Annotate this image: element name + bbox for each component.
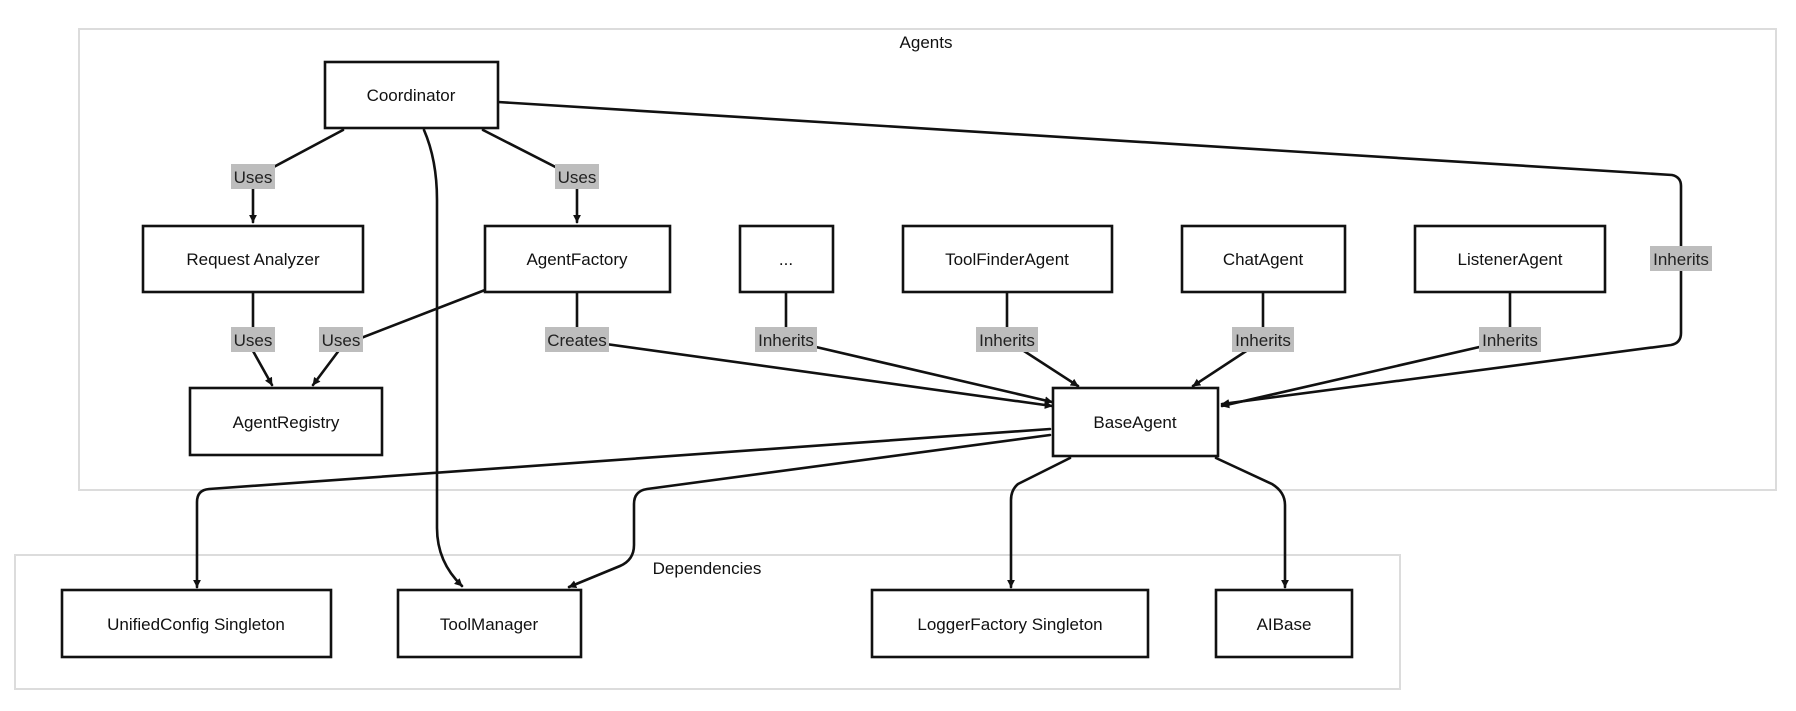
- cluster-agents: Agents: [78, 28, 1777, 491]
- edge-label-chat-base-agent: Inherits: [1232, 327, 1294, 352]
- edge-base-agent-logger-factory: [1007, 456, 1072, 589]
- edge-coordinator-tool-manager: [422, 128, 464, 588]
- node-listener-agent[interactable]: ListenerAgent: [1413, 224, 1607, 294]
- edge-base-agent-ai-base: [1214, 456, 1289, 589]
- node-ellipsis[interactable]: ...: [738, 224, 835, 294]
- edge-label-request-analyzer-registry: Uses: [231, 327, 275, 352]
- svg-text:Uses: Uses: [322, 331, 361, 350]
- node-tool-manager[interactable]: ToolManager: [396, 588, 583, 659]
- node-tool-finder-agent[interactable]: ToolFinderAgent: [901, 224, 1114, 294]
- svg-text:ChatAgent: ChatAgent: [1223, 250, 1304, 269]
- svg-text:LoggerFactory Singleton: LoggerFactory Singleton: [917, 615, 1102, 634]
- svg-text:ListenerAgent: ListenerAgent: [1458, 250, 1563, 269]
- node-coordinator[interactable]: Coordinator: [323, 60, 500, 130]
- node-request-analyzer[interactable]: Request Analyzer: [141, 224, 365, 294]
- node-base-agent[interactable]: BaseAgent: [1051, 386, 1220, 458]
- svg-text:Uses: Uses: [558, 168, 597, 187]
- edge-label-coordinator-base-agent: Inherits: [1650, 246, 1712, 271]
- edge-label-factory-base-agent: Creates: [545, 327, 609, 352]
- svg-text:Inherits: Inherits: [1653, 250, 1709, 269]
- svg-text:...: ...: [779, 250, 793, 269]
- svg-text:UnifiedConfig Singleton: UnifiedConfig Singleton: [107, 615, 285, 634]
- svg-text:Coordinator: Coordinator: [367, 86, 456, 105]
- svg-text:ToolManager: ToolManager: [440, 615, 539, 634]
- node-unified-config[interactable]: UnifiedConfig Singleton: [60, 588, 333, 659]
- svg-text:Inherits: Inherits: [758, 331, 814, 350]
- svg-text:Request Analyzer: Request Analyzer: [186, 250, 320, 269]
- svg-text:Uses: Uses: [234, 168, 273, 187]
- node-agent-factory[interactable]: AgentFactory: [483, 224, 672, 294]
- svg-text:Inherits: Inherits: [1235, 331, 1291, 350]
- svg-text:Creates: Creates: [547, 331, 607, 350]
- edge-label-coordinator-request-analyzer: Uses: [231, 164, 275, 189]
- edge-label-coordinator-agent-factory: Uses: [555, 164, 599, 189]
- edge-base-agent-unified-config: [193, 427, 1052, 589]
- edge-labels: Uses Uses Inherits Uses Uses Creates Inh…: [231, 164, 1712, 352]
- svg-text:AgentRegistry: AgentRegistry: [233, 413, 340, 432]
- edge-label-factory-registry: Uses: [319, 327, 363, 352]
- edge-label-toolfinder-base-agent: Inherits: [976, 327, 1038, 352]
- edge-label-listener-base-agent: Inherits: [1479, 327, 1541, 352]
- svg-text:AIBase: AIBase: [1257, 615, 1312, 634]
- node-agent-registry[interactable]: AgentRegistry: [188, 386, 384, 457]
- svg-text:Inherits: Inherits: [979, 331, 1035, 350]
- edge-label-ellipsis-base-agent: Inherits: [755, 327, 817, 352]
- cluster-dependencies-title: Dependencies: [653, 559, 762, 578]
- node-logger-factory[interactable]: LoggerFactory Singleton: [870, 588, 1150, 659]
- svg-text:ToolFinderAgent: ToolFinderAgent: [945, 250, 1069, 269]
- cluster-agents-title: Agents: [900, 33, 953, 52]
- svg-text:Uses: Uses: [234, 331, 273, 350]
- edge-base-agent-tool-manager: [567, 433, 1052, 589]
- node-ai-base[interactable]: AIBase: [1214, 588, 1354, 659]
- svg-text:Inherits: Inherits: [1482, 331, 1538, 350]
- svg-text:BaseAgent: BaseAgent: [1093, 413, 1176, 432]
- nodes: Coordinator Request Analyzer AgentFactor…: [60, 60, 1607, 659]
- svg-text:AgentFactory: AgentFactory: [526, 250, 628, 269]
- edges: [193, 100, 1683, 589]
- cluster-dependencies: Dependencies: [14, 554, 1401, 690]
- node-chat-agent[interactable]: ChatAgent: [1180, 224, 1347, 294]
